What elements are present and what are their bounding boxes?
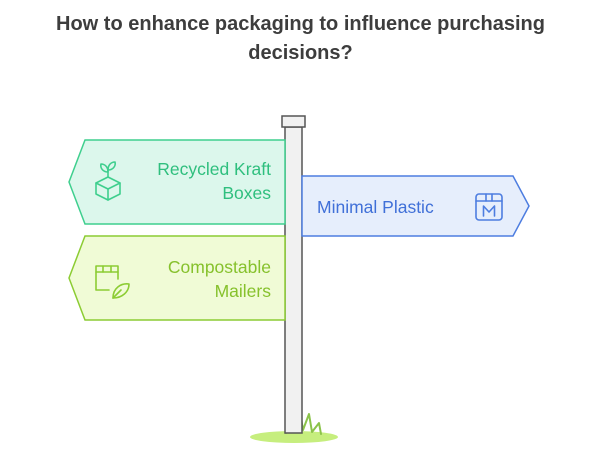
- sign-compostable-mailers[interactable]: Compostable Mailers: [68, 235, 286, 321]
- grass-ground: [250, 431, 338, 443]
- sign-label-line-1: Compostable: [168, 257, 271, 277]
- sign-minimal-plastic[interactable]: Minimal Plastic: [301, 175, 530, 237]
- sign-board: [68, 139, 286, 225]
- diagram-title: How to enhance packaging to influence pu…: [0, 10, 601, 68]
- sign-label: Minimal Plastic: [317, 197, 434, 217]
- title-line-2: decisions?: [248, 42, 353, 64]
- sign-label-line-2: Boxes: [222, 183, 271, 203]
- sign-recycled-kraft-boxes[interactable]: Recycled Kraft Boxes: [68, 139, 286, 225]
- box-sprout-icon: [95, 161, 121, 201]
- sign-label-line-2: Mailers: [215, 281, 272, 301]
- sign-board: [68, 235, 286, 321]
- mailer-leaf-icon: [95, 265, 130, 299]
- pole-shaft: [284, 126, 303, 434]
- signpost-pole: [281, 115, 306, 434]
- sign-label-line-1: Recycled Kraft: [157, 159, 271, 179]
- pole-cap: [281, 115, 306, 128]
- box-m-label-icon: [475, 193, 503, 221]
- title-line-1: How to enhance packaging to influence pu…: [56, 13, 545, 35]
- sign-board: [301, 175, 530, 237]
